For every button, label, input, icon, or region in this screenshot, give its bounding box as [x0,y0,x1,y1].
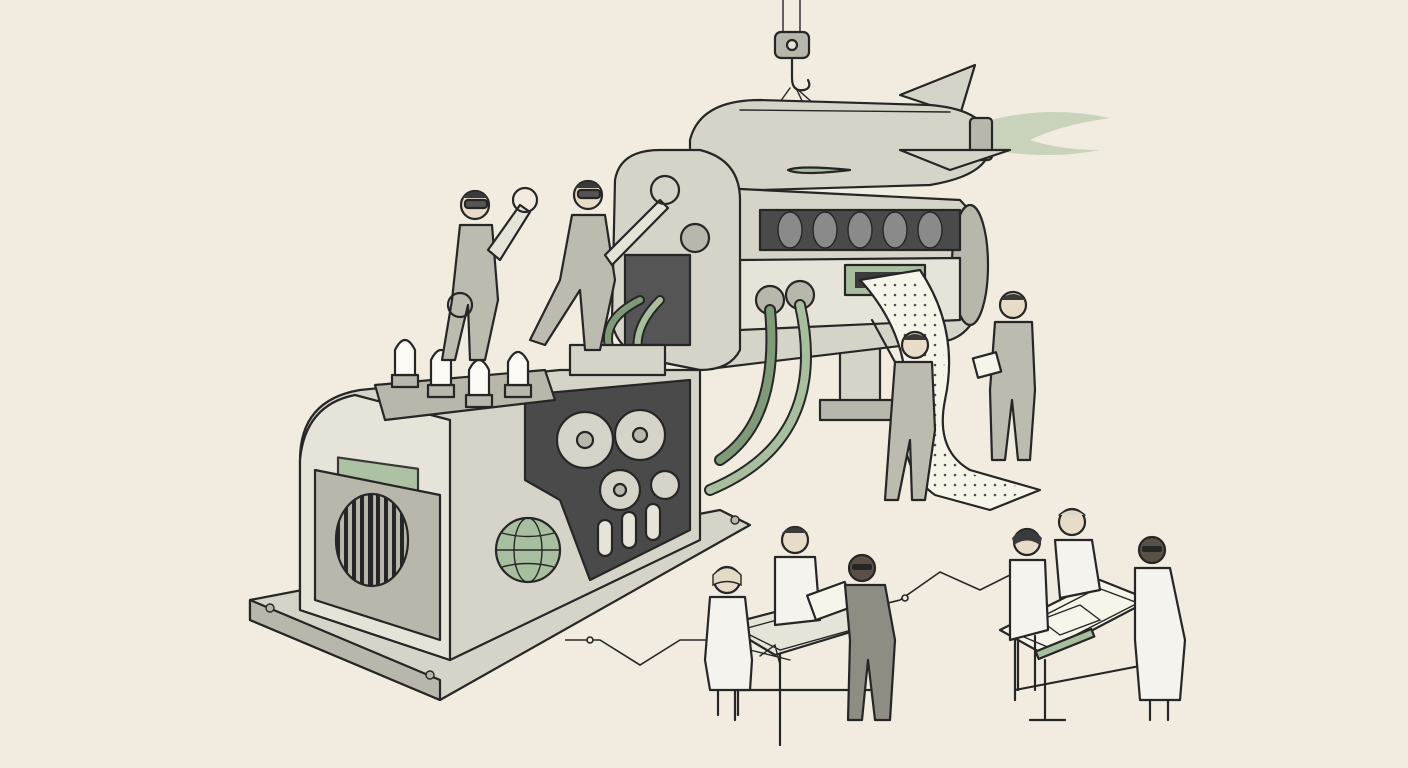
engineer-tape-left [870,318,937,502]
engineer-tape-right [971,290,1037,462]
mechanic-left [440,186,539,362]
rocket [688,63,1110,192]
cables [603,295,812,496]
connector-box [568,343,667,377]
scientist-man-right [843,553,897,722]
drafting-table-right [998,578,1152,722]
vacuum-tubes [390,338,533,409]
scientist-man-back [1053,507,1102,600]
globe-emblem [494,516,562,584]
scientist-woman-right [1008,527,1050,692]
scientist-woman-left [703,565,754,717]
mechanic-right [528,174,681,352]
gears [555,408,681,512]
computer-cabinet [298,368,702,662]
scientist-man-far-right [1133,535,1187,722]
scientist-man-center [773,525,855,627]
